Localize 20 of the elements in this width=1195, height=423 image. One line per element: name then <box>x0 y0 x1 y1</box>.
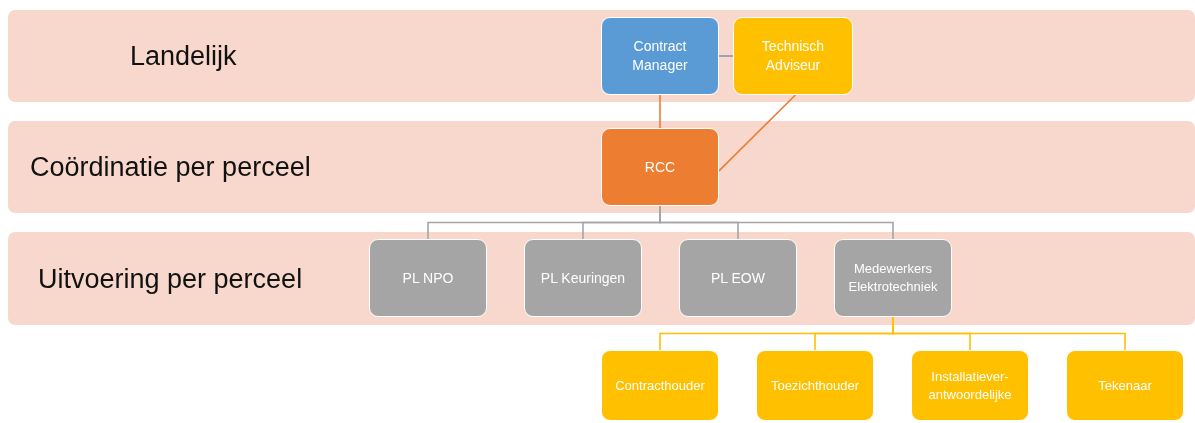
role-box: Tekenaar <box>1066 350 1184 421</box>
tier-label: Coördinatie per perceel <box>30 151 311 183</box>
role-box: Toezichthouder <box>756 350 874 421</box>
tier-label: Uitvoering per perceel <box>38 263 303 294</box>
role-box: PL Keuringen <box>524 239 642 317</box>
role-box: PL NPO <box>369 239 487 317</box>
tier-band <box>8 232 1195 325</box>
connector-line <box>659 94 661 129</box>
role-box: Contract Manager <box>601 17 719 95</box>
tier-label: Landelijk <box>130 40 237 72</box>
tier-band <box>8 121 1195 213</box>
role-box: Technisch Adviseur <box>733 17 853 95</box>
role-box: PL EOW <box>679 239 797 317</box>
role-box: Contracthouder <box>601 350 719 421</box>
tier-band <box>8 10 1195 102</box>
role-box: Medewerkers Elektrotechniek <box>834 239 952 317</box>
connector-line <box>718 94 797 172</box>
connector-line <box>718 55 734 57</box>
role-box: Installatiever- antwoordelijke <box>911 350 1029 421</box>
role-box: RCC <box>601 128 719 206</box>
